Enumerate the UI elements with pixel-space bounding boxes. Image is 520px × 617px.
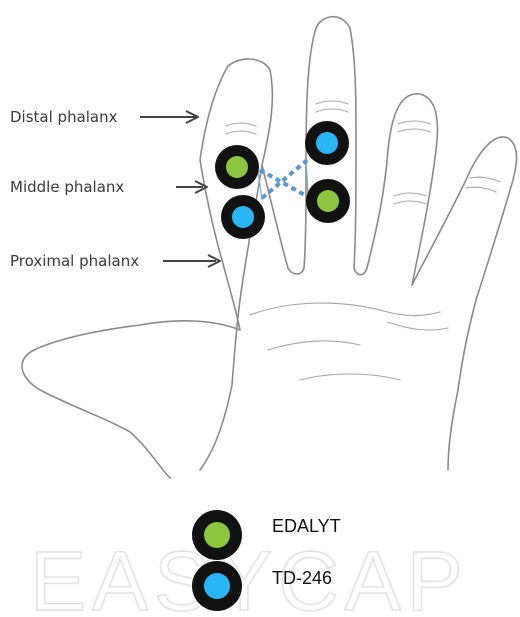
legend-td246-swatch [204, 573, 230, 599]
electrode-edalyt-left [226, 156, 248, 178]
watermark-text: EASYCAP [30, 534, 469, 617]
legend-td246-label: TD-246 [272, 568, 332, 588]
hand-outline [22, 17, 517, 478]
electrode-td246-right [316, 132, 338, 154]
electrode-connections [258, 156, 312, 200]
label-proximal-text: Proximal phalanx [10, 252, 139, 270]
electrode-edalyt-right [317, 190, 339, 212]
legend-edalyt-label: EDALYT [272, 516, 341, 536]
label-distal-text: Distal phalanx [10, 108, 118, 126]
label-middle-text: Middle phalanx [10, 178, 124, 196]
electrode-td246-left [232, 206, 254, 228]
legend-edalyt-swatch [204, 522, 230, 548]
label-distal: Distal phalanx [10, 108, 198, 126]
label-middle: Middle phalanx [10, 178, 207, 196]
label-proximal: Proximal phalanx [10, 252, 220, 270]
